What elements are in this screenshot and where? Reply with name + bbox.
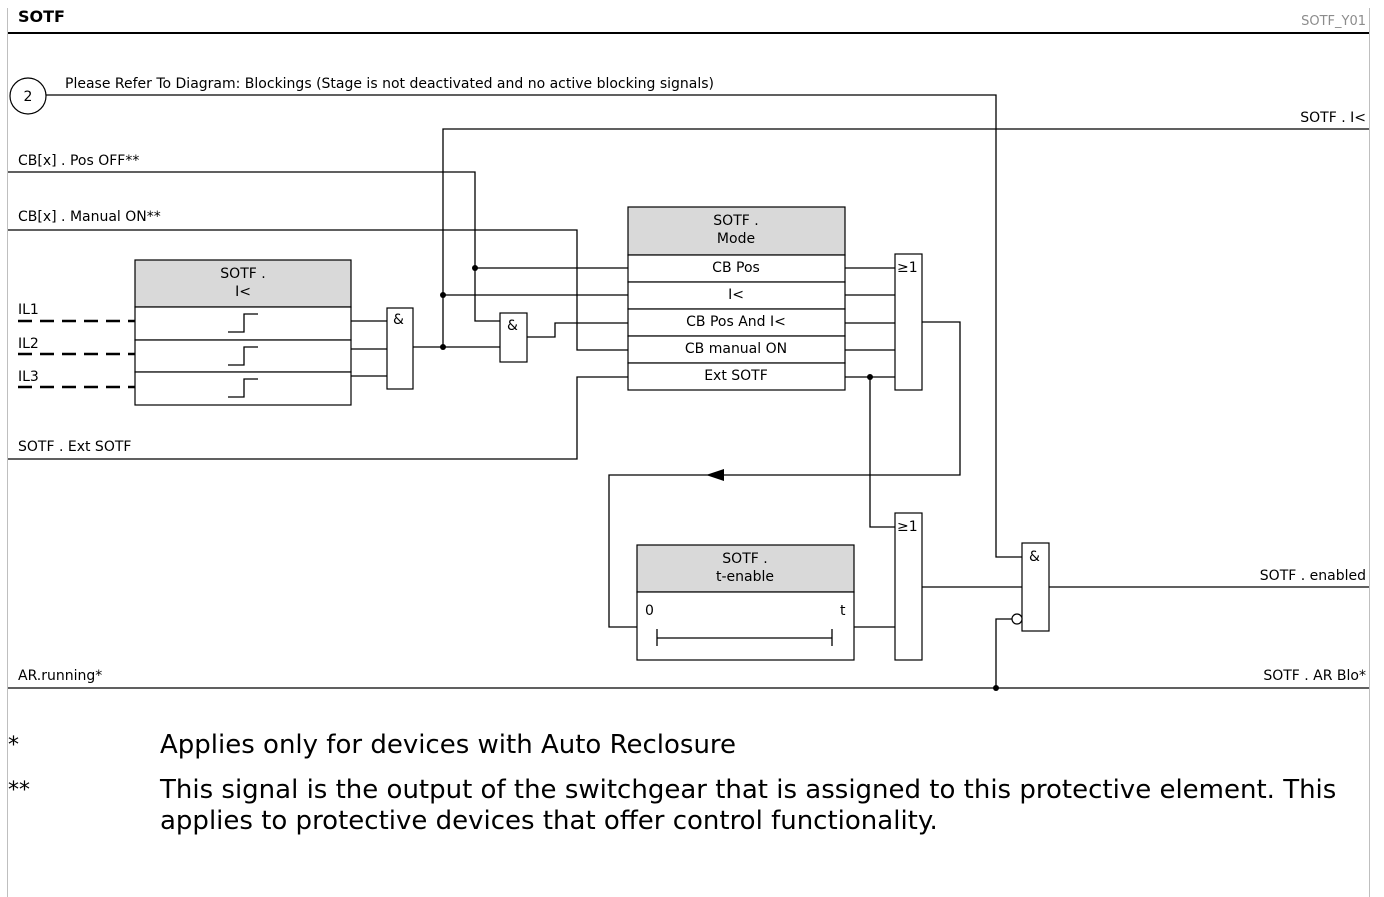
timer-block-title-1: SOTF . (722, 551, 767, 567)
timer-block-title-2: t-enable (716, 569, 774, 585)
and-gate-enable (1021, 542, 1050, 632)
mode-block-header (627, 206, 846, 256)
input-cb-manual-on: CB[x] . Manual ON** (18, 209, 161, 225)
frame-left-border (7, 8, 8, 897)
footnote-mark: * (8, 733, 19, 758)
feedback-loop-line (608, 321, 961, 628)
i-less-block-title-1: SOTF . (220, 266, 265, 282)
footnote-mark: ** (8, 778, 30, 803)
and-gate-phases (386, 307, 414, 390)
footnote-text: Applies only for devices with Auto Reclo… (160, 730, 737, 760)
cb-pos-off-line (8, 171, 500, 322)
blocking-signal-line (46, 94, 1022, 558)
ext-sotf-line (8, 376, 628, 460)
cb-manual-on-line (8, 229, 628, 351)
mode-option-cb-pos: CB Pos (712, 260, 760, 276)
and-gate-label: & (1029, 549, 1040, 565)
mode-option-row (627, 335, 846, 364)
output-ar-blo: SOTF . AR Blo* (1263, 668, 1366, 684)
threshold-icon (228, 378, 258, 398)
timer-block-body (636, 591, 855, 661)
i-less-block-title-2: I< (235, 284, 251, 300)
i-less-row-1 (134, 306, 352, 341)
mode-block-title-1: SOTF . (713, 213, 758, 229)
mode-option-row (627, 254, 846, 283)
inverter-bubble (1011, 613, 1023, 625)
timer-block-header (636, 544, 855, 593)
mode-block-title-2: Mode (717, 231, 755, 247)
and-gate-label: & (393, 312, 404, 328)
mode-option-i-less: I< (728, 287, 744, 303)
junction-dot (440, 344, 446, 350)
or-gate-mode (894, 253, 923, 391)
timer-end-label: t (840, 603, 846, 619)
diagram-id: SOTF_Y01 (1301, 14, 1366, 29)
input-il3: IL3 (18, 369, 39, 385)
junction-dot (440, 292, 446, 298)
threshold-icon (228, 346, 258, 366)
timer-start-label: 0 (645, 603, 654, 619)
and-gate-label: & (507, 318, 518, 334)
output-i-less: SOTF . I< (1300, 110, 1366, 126)
blocking-ref-circle (9, 77, 47, 115)
input-cb-pos-off: CB[x] . Pos OFF** (18, 153, 139, 169)
mode-option-ext-sotf: Ext SOTF (704, 368, 768, 384)
footnote: * Applies only for devices with Auto Rec… (8, 730, 1376, 761)
mode-option-row (627, 308, 846, 337)
or-gate-label: ≥1 (897, 260, 918, 276)
footnote: ** This signal is the output of the swit… (8, 775, 1376, 837)
blocking-ref-number: 2 (24, 89, 33, 105)
mode-option-cb-manual-on: CB manual ON (685, 341, 787, 357)
output-enabled: SOTF . enabled (1260, 568, 1366, 584)
blocking-ref-text: Please Refer To Diagram: Blockings (Stag… (65, 76, 714, 92)
input-il1: IL1 (18, 302, 39, 318)
and2-output-line (527, 322, 628, 338)
or-gate-label: ≥1 (897, 519, 918, 535)
footnotes: * Applies only for devices with Auto Rec… (8, 730, 1376, 851)
sotf-logic-diagram: SOTF SOTF_Y01 2 Please Refer To Diagram:… (8, 7, 1369, 691)
or-gate-enable (894, 512, 923, 661)
and-gate-cbpos-iless (499, 312, 528, 363)
ext-sotf-bypass-line (869, 377, 895, 528)
arrow-left-icon (706, 469, 724, 481)
threshold-icon (228, 313, 258, 333)
timer-range-icon (656, 629, 833, 646)
input-ext-sotf: SOTF . Ext SOTF (18, 439, 131, 455)
i-less-output-line (442, 128, 1369, 347)
footnote-text: This signal is the output of the switchg… (160, 775, 1337, 836)
frame-right-border (1369, 8, 1370, 897)
junction-dot (472, 265, 478, 271)
i-less-row-2 (134, 339, 352, 373)
mode-option-cb-pos-and-i-less: CB Pos And I< (686, 314, 786, 330)
input-ar-running: AR.running* (18, 668, 102, 684)
input-il2: IL2 (18, 336, 39, 352)
ar-block-to-and-line (995, 618, 1012, 688)
i-less-row-3 (134, 371, 352, 406)
diagram-title: SOTF (18, 7, 65, 26)
